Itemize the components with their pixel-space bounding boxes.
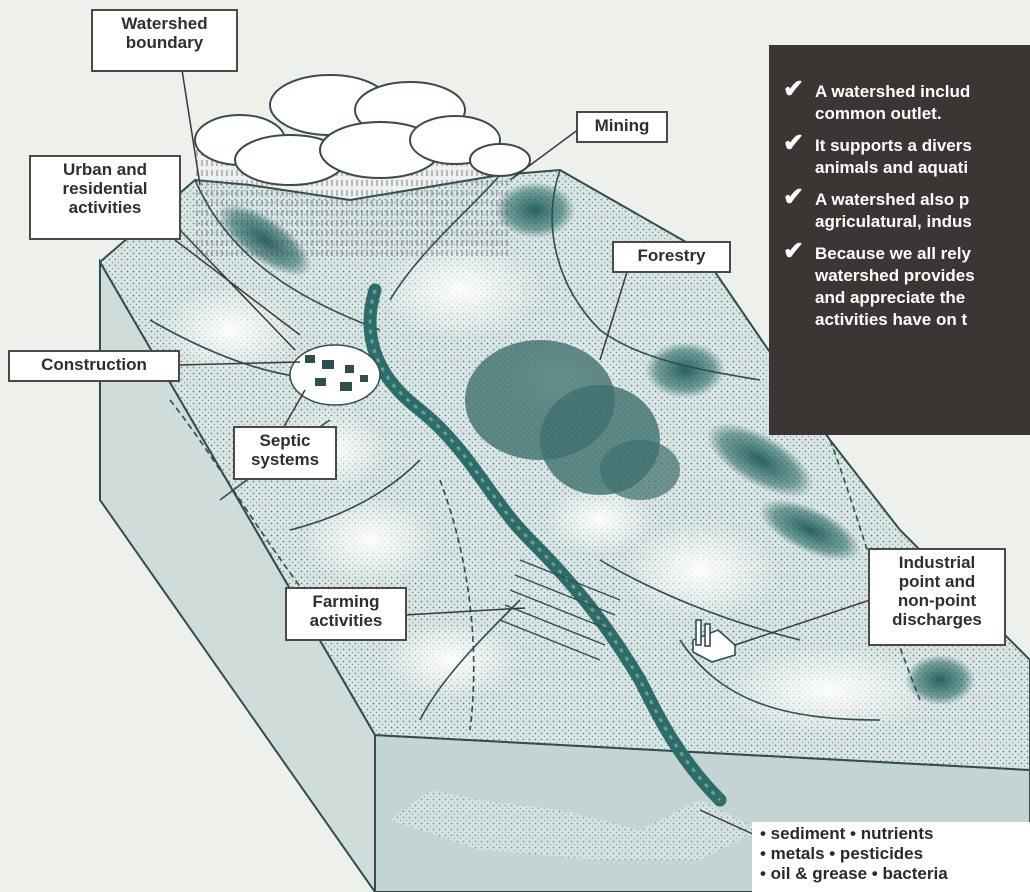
fact-item: ✔ It supports a divers animals and aquat… [783, 135, 1030, 179]
label-watershed-boundary: Watershed boundary [91, 9, 238, 72]
watershed-facts-panel: ✔ A watershed includ common outlet. ✔ It… [769, 45, 1030, 435]
pollutant-line: • sediment • nutrients [760, 824, 1030, 844]
checkmark-icon: ✔ [783, 240, 804, 262]
pollutants-list: • sediment • nutrients • metals • pestic… [752, 822, 1030, 892]
fact-item: ✔ A watershed includ common outlet. [783, 81, 1030, 125]
urban-settlement [290, 345, 380, 405]
label-septic-systems: Septic systems [233, 426, 337, 480]
checkmark-icon: ✔ [783, 132, 804, 154]
fact-item: ✔ A watershed also p agriculatural, indu… [783, 189, 1030, 233]
pollutant-line: • metals • pesticides [760, 844, 1030, 864]
pollutant-line: • oil & grease • bacteria [760, 864, 1030, 884]
label-industrial-discharges: Industrial point and non-point discharge… [868, 548, 1006, 646]
label-mining: Mining [576, 111, 668, 143]
label-construction: Construction [8, 350, 180, 382]
checkmark-icon: ✔ [783, 78, 804, 100]
checkmark-icon: ✔ [783, 186, 804, 208]
fact-item: ✔ Because we all rely watershed provides… [783, 243, 1030, 331]
label-farming-activities: Farming activities [285, 587, 407, 641]
label-forestry: Forestry [612, 241, 731, 273]
label-urban-residential: Urban and residential activities [29, 155, 181, 240]
storm-clouds [195, 75, 530, 260]
